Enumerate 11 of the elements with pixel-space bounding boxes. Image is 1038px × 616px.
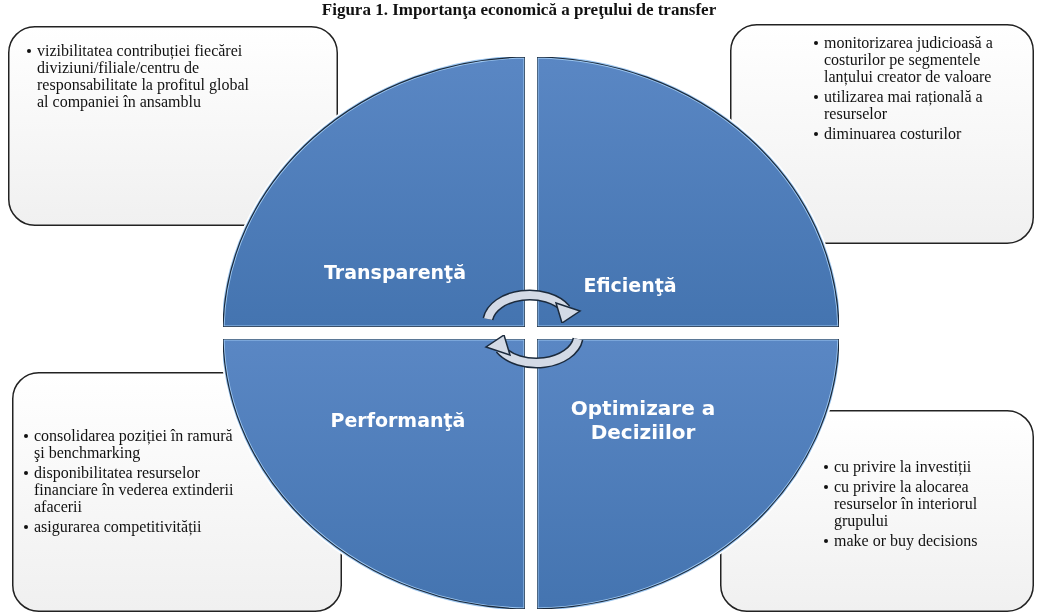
title: Figura 1. Importanţa economică a preţului de transfer [320, 0, 718, 20]
bullet-item: diminuarea costurilor [824, 125, 962, 142]
text-box [8, 26, 338, 226]
quadrant-label: Performanţă [330, 408, 466, 432]
bullet-item: asigurarea competitivității [34, 518, 202, 535]
bullet-item: cu privire la investiții [834, 458, 972, 475]
quadrant-label: Eficienţă [583, 273, 677, 297]
bullet-item: make or buy decisions [834, 532, 978, 549]
quadrant-label: Transparenţă [324, 260, 466, 284]
bullet-item: vizibilitatea contribuției fiecărei diviziuni/filiale/centru de responsabilitate la profitul global al companiei în ansamblu [37, 42, 249, 110]
quadrant-label: Optimizare a Deciziilor [569, 396, 717, 444]
